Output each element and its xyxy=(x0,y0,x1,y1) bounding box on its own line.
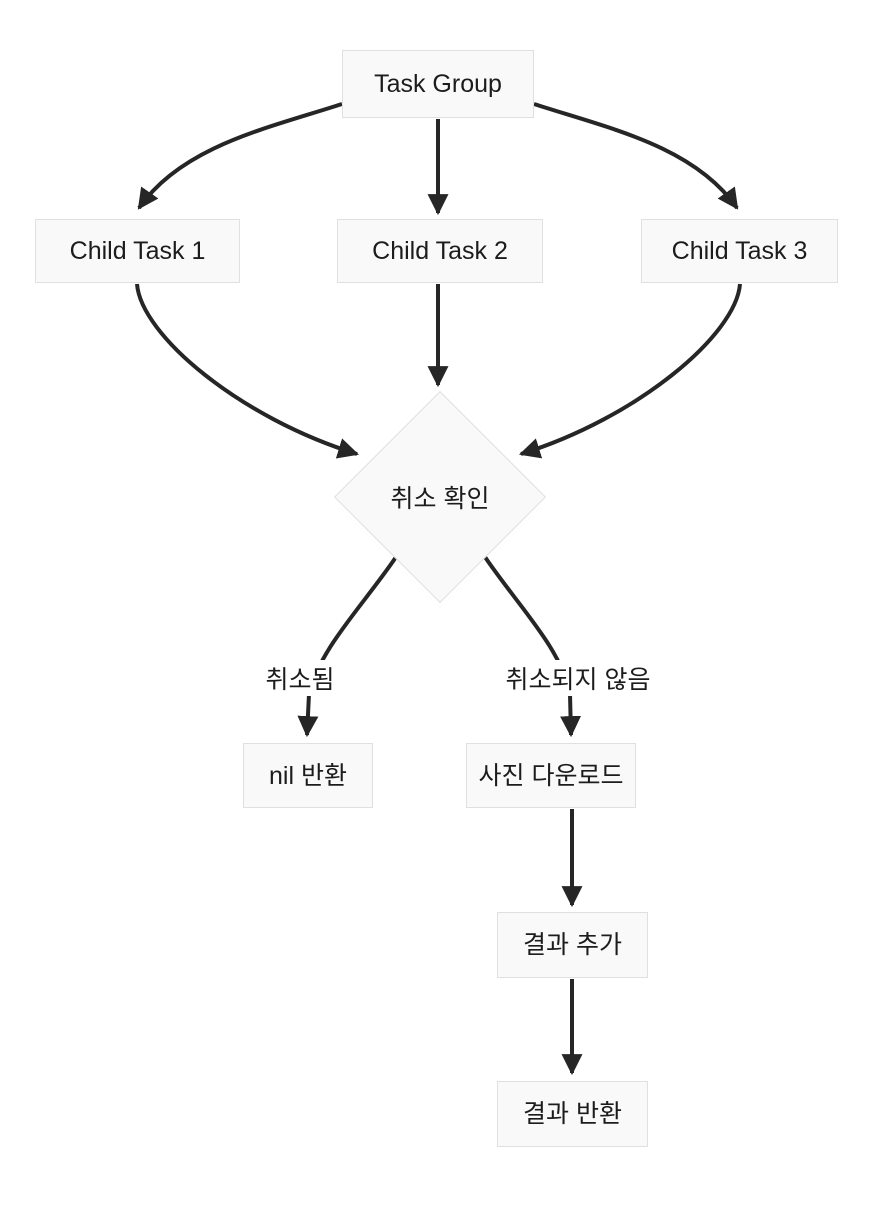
edge-label-not-cancelled: 취소되지 않음 xyxy=(478,660,678,696)
edge-taskgroup-childtask3 xyxy=(533,102,739,210)
node-cancel-check-label: 취소 확인 xyxy=(390,485,490,513)
node-return-nil-label: nil 반환 xyxy=(269,761,347,790)
edge-cancelcheck-downloadphoto xyxy=(483,555,582,738)
node-download-photo-label: 사진 다운로드 xyxy=(478,761,624,790)
node-append-result-label: 결과 추가 xyxy=(523,931,622,959)
node-append-result: 결과 추가 xyxy=(497,912,648,978)
node-return-result: 결과 반환 xyxy=(497,1081,648,1147)
node-child-task-2: Child Task 2 xyxy=(337,219,543,283)
node-return-result-label: 결과 반환 xyxy=(523,1100,622,1128)
edge-label-cancelled: 취소됨 xyxy=(252,660,348,696)
edge-cancelcheck-returnnil xyxy=(297,555,398,738)
node-cancel-check: 취소 확인 xyxy=(365,481,515,513)
node-return-nil: nil 반환 xyxy=(243,743,373,808)
edge-taskgroup-childtask1 xyxy=(137,102,343,210)
edge-label-not-cancelled-text: 취소되지 않음 xyxy=(505,666,651,694)
node-child-task-1: Child Task 1 xyxy=(35,219,240,283)
node-download-photo: 사진 다운로드 xyxy=(466,743,636,808)
edge-childtask1-cancelcheck xyxy=(135,283,360,459)
edge-childtask3-cancelcheck xyxy=(518,283,742,459)
node-task-group: Task Group xyxy=(342,50,534,118)
node-child-task-3-label: Child Task 3 xyxy=(671,237,808,265)
node-child-task-3: Child Task 3 xyxy=(641,219,838,283)
node-child-task-2-label: Child Task 2 xyxy=(372,237,508,265)
edge-label-cancelled-text: 취소됨 xyxy=(265,666,335,694)
node-task-group-label: Task Group xyxy=(374,70,502,98)
node-child-task-1-label: Child Task 1 xyxy=(69,237,206,265)
